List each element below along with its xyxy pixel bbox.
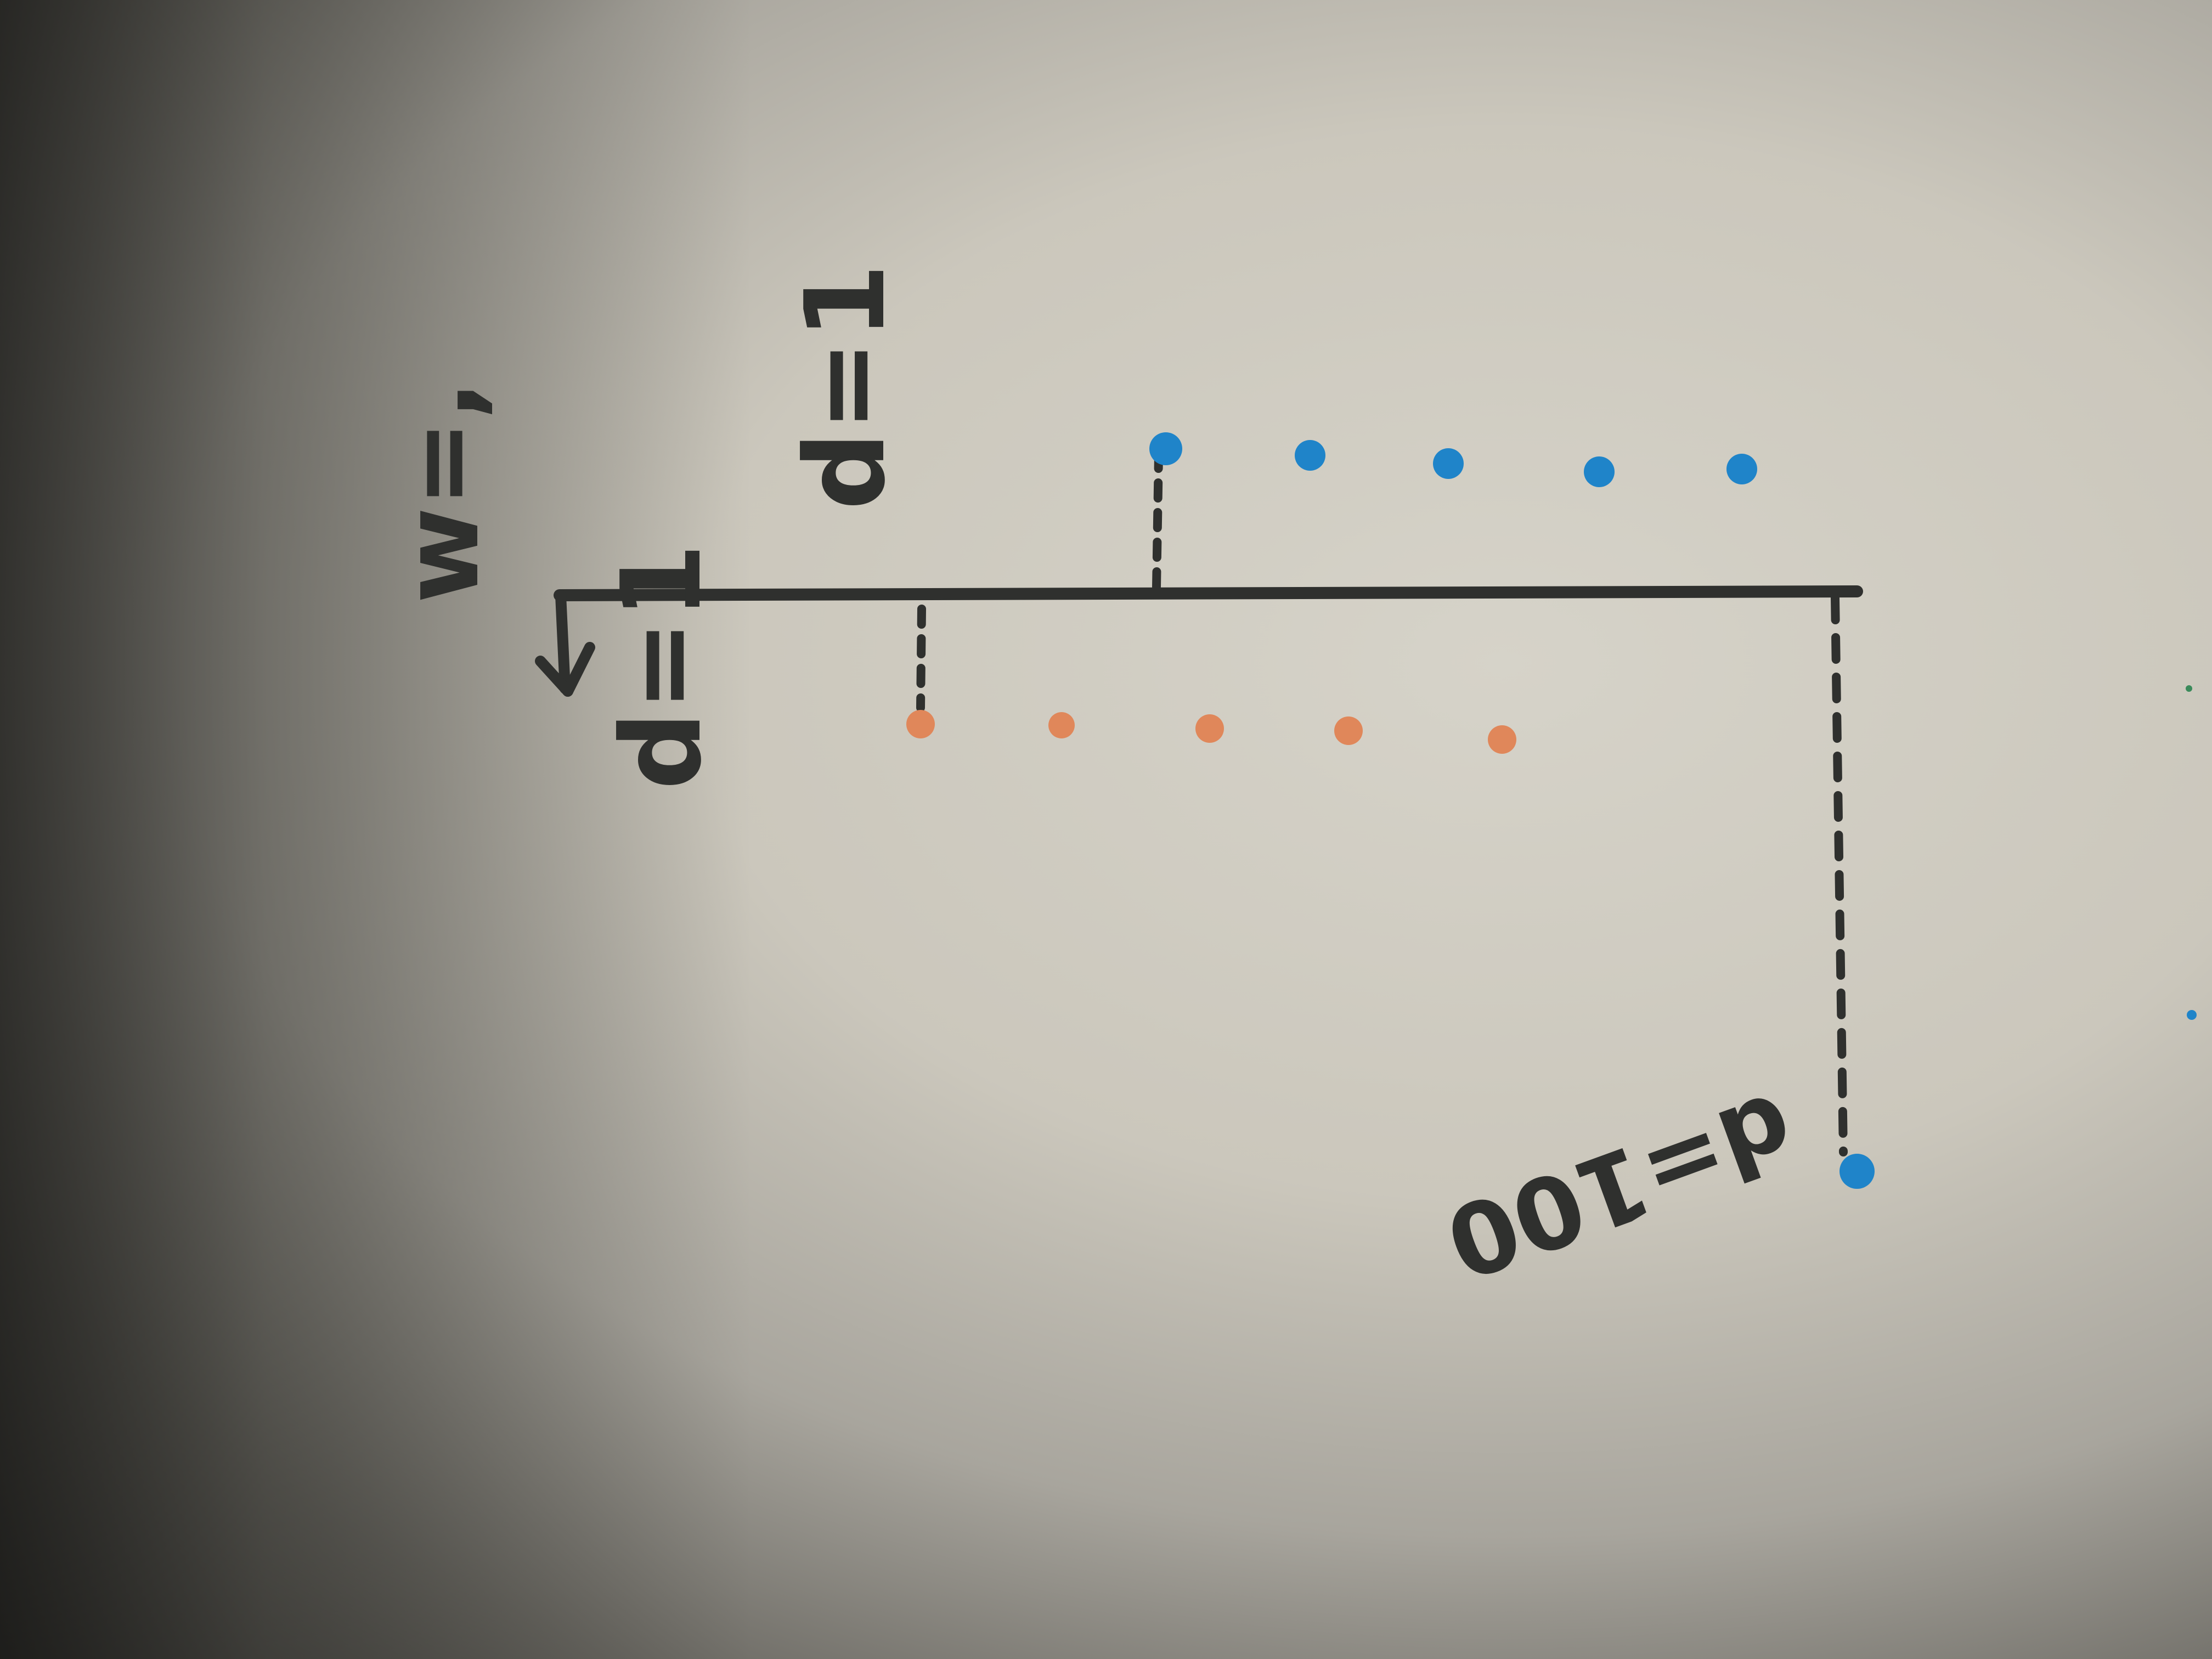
blue-dot [1584,456,1615,487]
lower-dashed-connector [916,605,926,712]
stray-green-speck [2186,685,2192,692]
orange-dot [1048,712,1075,738]
origin-label: w=, [381,380,502,603]
far-label: d=100 [1431,1070,1808,1301]
right-dashed-connector [1831,594,1848,1156]
blue-dot [1149,432,1182,465]
orange-dot-row [906,710,1516,754]
blue-dot [1726,454,1757,484]
stray-blue-speck [2187,1010,2197,1020]
main-axis-line [554,585,1863,601]
orange-dot [906,710,935,738]
lower-threshold-label: d=1 [598,543,726,790]
orange-dot [1334,716,1363,745]
orange-dot [1488,725,1516,754]
far-blue-dot [1839,1154,1875,1189]
blue-dot [1433,448,1464,479]
upper-dashed-connector [1152,451,1163,591]
blue-dot-row [1149,432,1757,487]
down-arrow-icon [535,590,595,697]
blue-dot [1295,440,1325,471]
upper-threshold-label: d=1 [782,263,910,510]
orange-dot [1195,714,1224,743]
